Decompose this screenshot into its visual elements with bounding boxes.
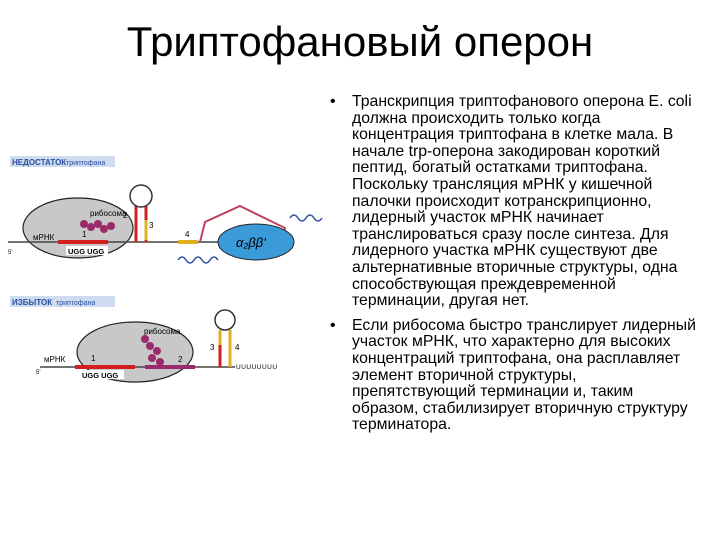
bottom-header-highlight: ИЗБЫТОК (12, 298, 52, 307)
bottom-codon-box (80, 370, 124, 379)
bottom-mrna-label: мРНК (44, 355, 66, 364)
top-num-3: 3 (149, 221, 154, 230)
bottom-segment-2 (145, 365, 195, 369)
top-num-2: 2 (123, 211, 128, 220)
bottom-num-2: 2 (178, 355, 183, 364)
top-end-5: 5' (8, 250, 12, 256)
top-header-bar (10, 156, 115, 167)
bottom-header-rest: триптофана (56, 300, 95, 307)
bottom-codons: UGG UGG (82, 371, 118, 380)
bullet-text: Если рибосома быстро транслирует лидерны… (352, 316, 696, 434)
top-header-highlight: НЕДОСТАТОК (12, 158, 66, 167)
top-codons: UGG UGG (68, 247, 104, 256)
bullet-dot: • (330, 93, 336, 110)
trp-operon-diagram: НЕДОСТАТОК триптофана рибосома мРНК 5' 1… (8, 156, 323, 383)
bottom-panel: ИЗБЫТОК триптофана рибосома мРНК 5' 1 2 … (10, 296, 278, 383)
bottom-num-3: 3 (210, 343, 215, 352)
bullet-item: • Если рибосома быстро транслирует лидер… (322, 316, 702, 434)
top-ribosome-label: рибосома (90, 209, 127, 218)
top-mrna-label: мРНК (33, 233, 55, 242)
slide-title: Триптофановый оперон (126, 18, 594, 65)
bottom-num-1: 1 (91, 354, 96, 363)
top-enzyme-label: α₂ββ' (236, 235, 266, 250)
top-header-rest: триптофана (66, 160, 105, 167)
bottom-header-bar (10, 296, 115, 307)
bullet-item: • Транскрипция триптофанового оперона E.… (322, 93, 702, 310)
bottom-ribosome-label: рибосома (144, 327, 181, 336)
top-polypeptide-1 (177, 256, 219, 264)
top-segment-1 (58, 240, 108, 244)
top-peptide-beads (80, 220, 115, 233)
bottom-end-5: 5' (36, 370, 40, 376)
top-panel: НЕДОСТАТОК триптофана рибосома мРНК 5' 1… (8, 156, 323, 264)
bullet-list: • Транскрипция триптофанового оперона E.… (322, 93, 702, 442)
bullet-text: Транскрипция триптофанового оперона E. c… (352, 93, 692, 310)
top-num-1: 1 (82, 230, 87, 239)
top-num-4: 4 (185, 230, 190, 239)
bullet-dot: • (330, 316, 336, 334)
top-codon-box (66, 246, 108, 255)
bottom-num-4: 4 (235, 343, 240, 352)
top-polypeptide-2 (289, 214, 323, 222)
bottom-peptide-beads (141, 335, 164, 366)
top-rna-polymerase (217, 223, 295, 261)
bottom-poly-u: UUUUUUUU (236, 364, 278, 371)
top-segment-4 (178, 240, 198, 244)
bottom-segment-1 (75, 365, 135, 369)
